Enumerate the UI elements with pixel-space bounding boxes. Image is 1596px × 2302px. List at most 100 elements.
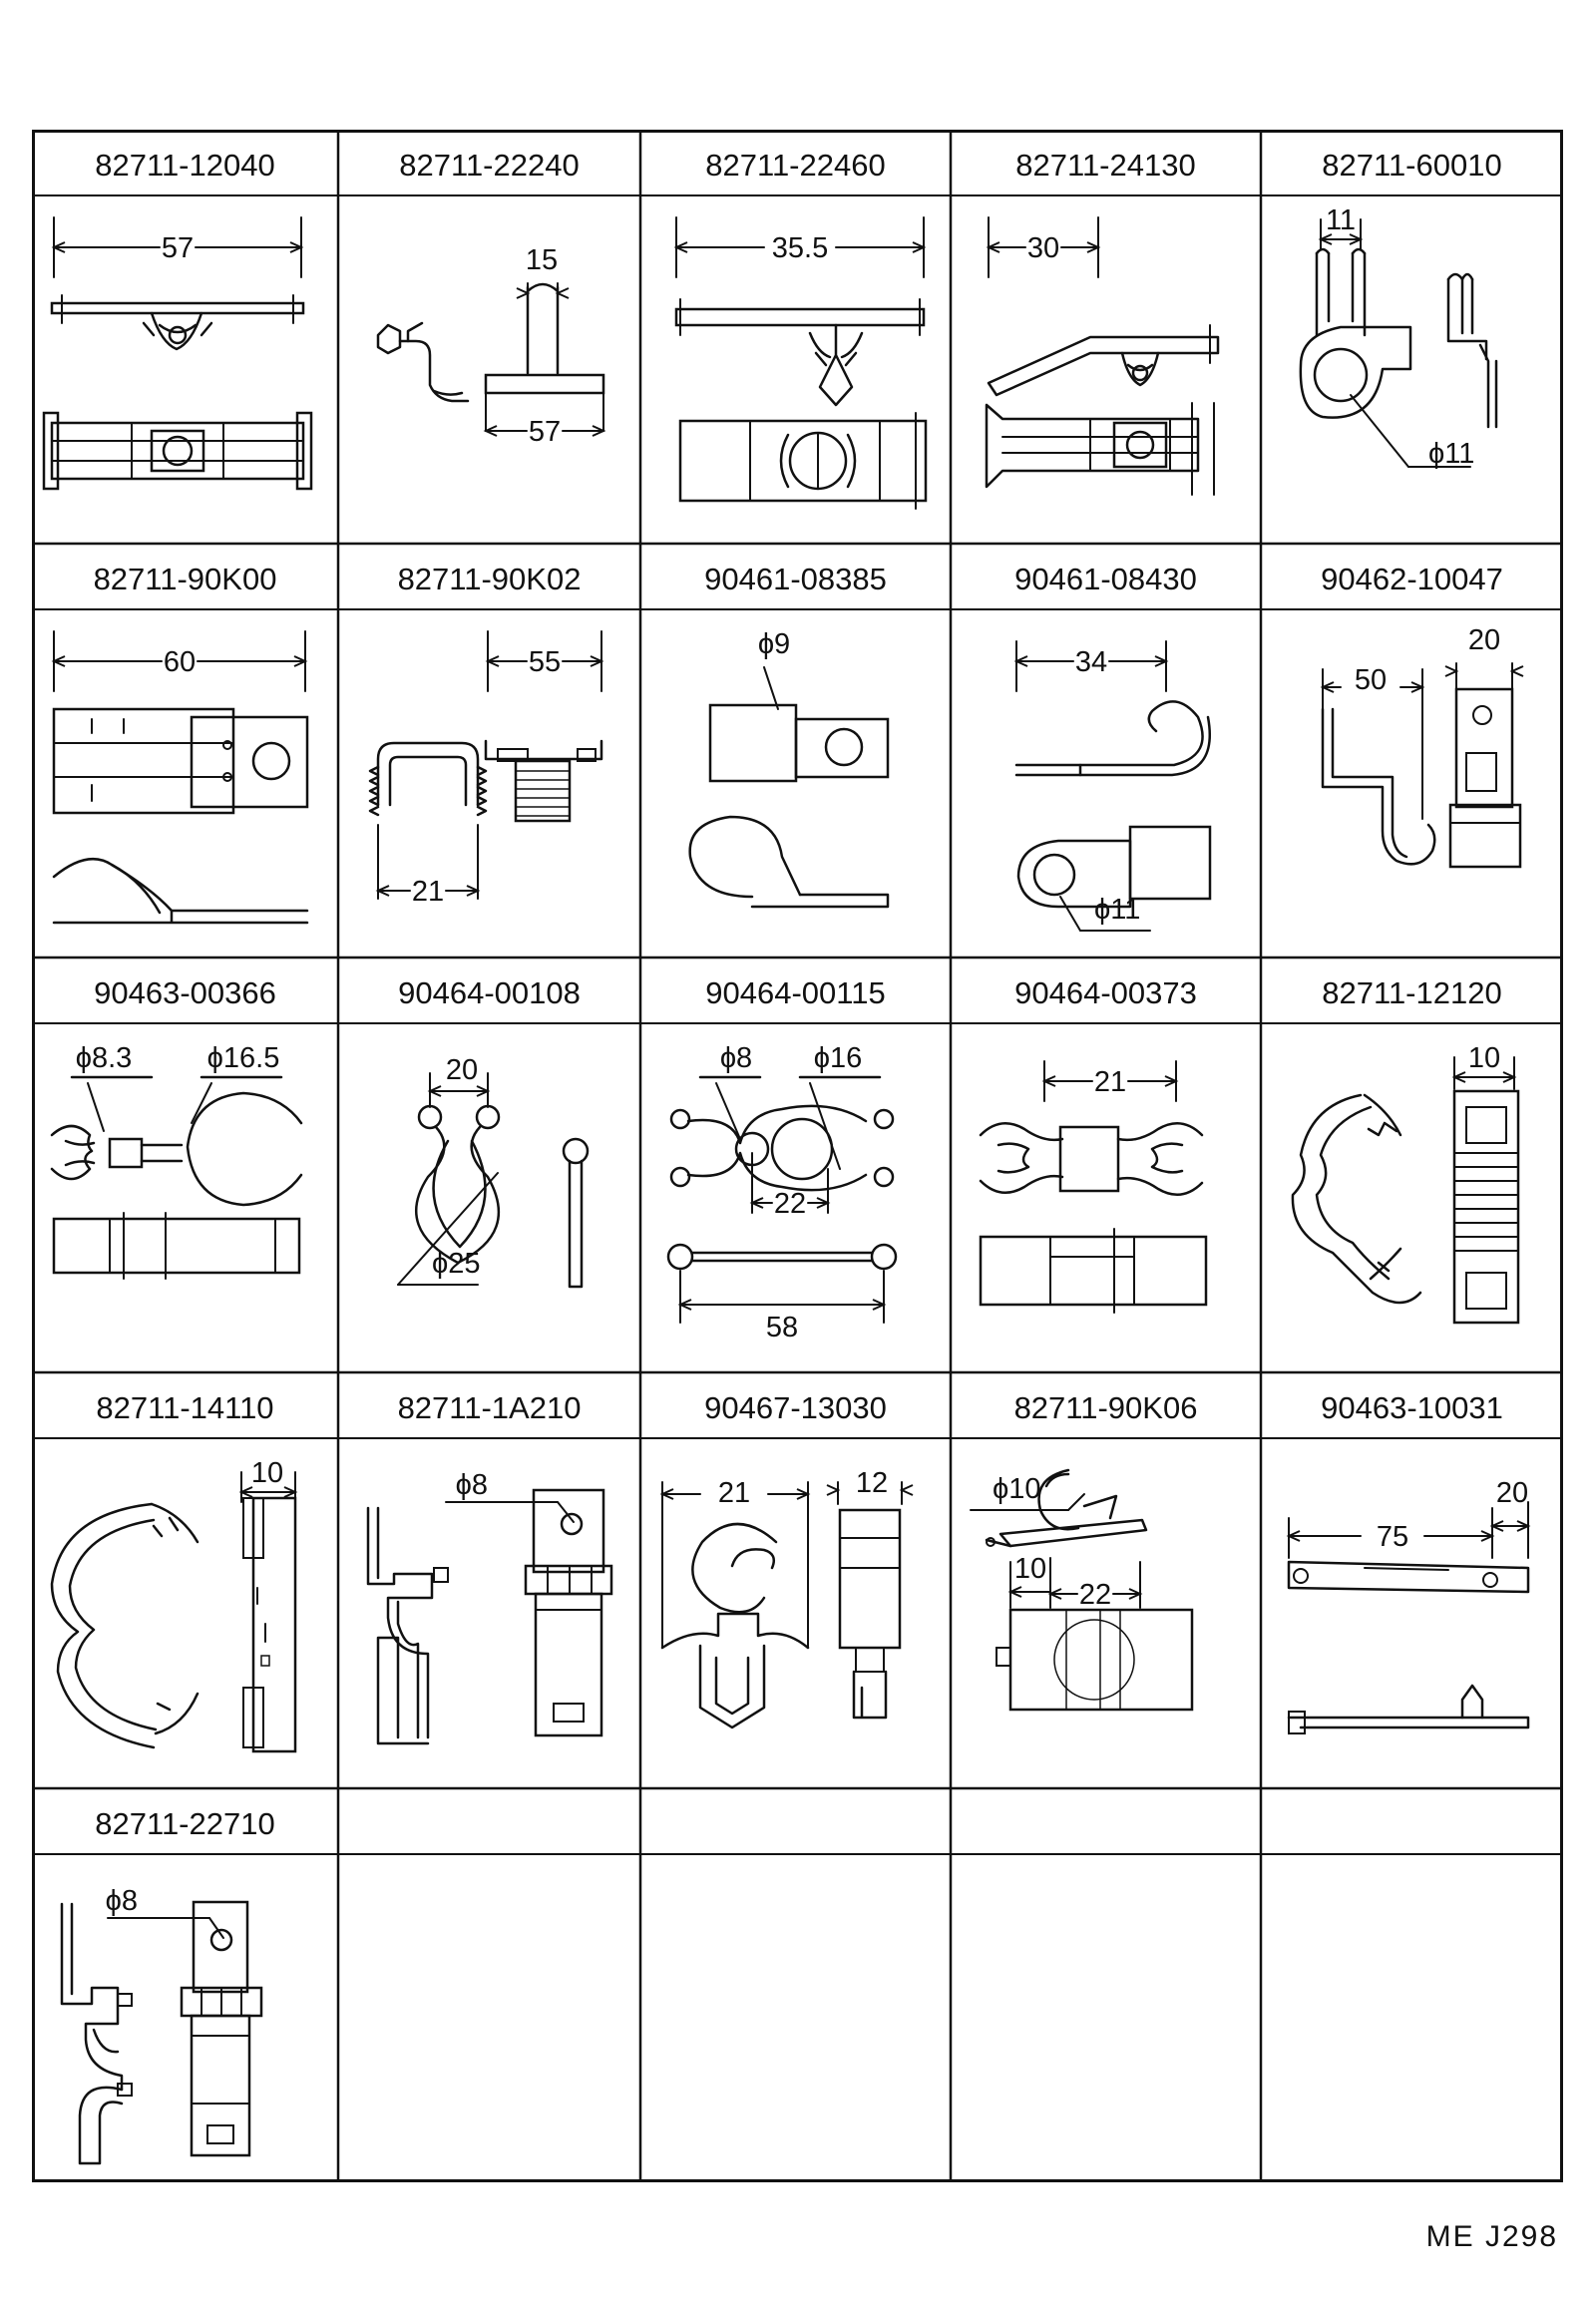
outline-circle [669, 1166, 691, 1188]
outline-rect [52, 707, 235, 815]
outline-circle [475, 1104, 501, 1130]
arrow-head [677, 1299, 692, 1311]
outline-circle [1032, 853, 1076, 897]
outline-stroke [87, 1082, 105, 1132]
outline-stroke [557, 1501, 575, 1523]
arrow-head [1041, 1075, 1056, 1087]
outline-rect [251, 1496, 297, 1753]
outline-path [368, 765, 380, 777]
part-number: 90462-10047 [1321, 562, 1503, 596]
outline-rect [242, 1687, 264, 1748]
outline-circle [1313, 347, 1369, 403]
outline-path [432, 1139, 487, 1249]
outline-path [686, 1151, 868, 1192]
outline-circle [222, 740, 232, 750]
arrow-head [1007, 1586, 1022, 1598]
outline-rect [577, 748, 597, 762]
arrow-head [1154, 655, 1169, 667]
outline-stroke [1067, 1493, 1085, 1511]
part-number: 82711-1A210 [398, 1390, 582, 1425]
outline-rect [553, 1703, 585, 1723]
arrow-head [1451, 1071, 1466, 1083]
outline-rect [838, 1508, 902, 1650]
arrow-head [1128, 1588, 1143, 1600]
arrow-head [673, 241, 688, 253]
outline-rect [1465, 1272, 1507, 1310]
outline-rect [1112, 421, 1168, 469]
outline-path [779, 433, 857, 489]
arrow-head [899, 1484, 914, 1496]
outline-path [1016, 839, 1132, 909]
page-code: ME J298 [1425, 2220, 1558, 2253]
outline-path [1321, 707, 1436, 866]
dimension-label: ϕ16.5 [207, 1042, 280, 1074]
outline-circle [222, 772, 232, 782]
outline-path [818, 323, 854, 407]
outline-circle [1125, 430, 1155, 460]
arrow-head [912, 241, 927, 253]
arrow-head [516, 287, 531, 299]
outline-rect [206, 2124, 234, 2144]
arrow-head [555, 287, 570, 299]
outline-rect [678, 419, 928, 503]
arrow-head [1286, 1530, 1301, 1542]
outline-path [690, 1251, 874, 1263]
arrow-head [1349, 233, 1364, 245]
grid-lines [32, 130, 1563, 2182]
part-number: 90464-00108 [398, 975, 581, 1010]
outline-path [376, 1506, 420, 1739]
outline-path [68, 1518, 158, 1731]
outline-stroke [397, 1172, 499, 1286]
outline-path [568, 1159, 584, 1289]
dimension-label: 20 [1468, 624, 1500, 656]
outline-circle [666, 1243, 694, 1271]
outline-path [78, 2086, 124, 2165]
arrow-head [238, 1486, 253, 1498]
dimension-label: ϕ10 [993, 1473, 1041, 1505]
outline-path [1126, 363, 1154, 372]
outline-rect [150, 429, 205, 473]
dimension-label: ϕ11 [1094, 894, 1140, 926]
outline-rect [433, 1567, 449, 1583]
outline-rect [1452, 1089, 1520, 1325]
outline-path [998, 1518, 1148, 1548]
outline-rect [708, 703, 798, 783]
part-number: 82711-12120 [1322, 975, 1501, 1010]
outline-path [64, 1139, 96, 1167]
part-number: 90467-13030 [704, 1390, 887, 1425]
arrow-head [826, 1484, 841, 1496]
outline-circle [770, 1117, 834, 1181]
part-drawing: 30 [985, 216, 1220, 496]
outline-rect [1454, 687, 1514, 809]
part-drawing: 60 [51, 630, 309, 925]
outline-path [50, 1502, 156, 1749]
outline-rect [996, 1647, 1011, 1667]
outline-circle [209, 1928, 233, 1952]
outline-rect [1058, 1125, 1120, 1193]
arrow-head [1047, 1588, 1062, 1600]
outline-path [52, 857, 309, 913]
outline-path [1315, 1105, 1391, 1281]
arrow-head [289, 241, 304, 253]
dimension-label: 57 [162, 232, 194, 264]
dimension-label: 21 [718, 1477, 750, 1509]
outline-circle [986, 1537, 996, 1547]
arrow-head [1480, 1530, 1495, 1542]
arrow-head [427, 1085, 442, 1097]
dimension-label: 10 [1468, 1042, 1500, 1074]
outline-circle [1053, 1619, 1135, 1701]
part-drawing: 35.5 [673, 216, 928, 510]
arrow-head [51, 241, 66, 253]
outline-path [60, 1902, 124, 2092]
outline-path [142, 321, 213, 337]
outline-circle [562, 1137, 590, 1165]
outline-path [1315, 251, 1367, 337]
dimension-label: 30 [1027, 232, 1059, 264]
